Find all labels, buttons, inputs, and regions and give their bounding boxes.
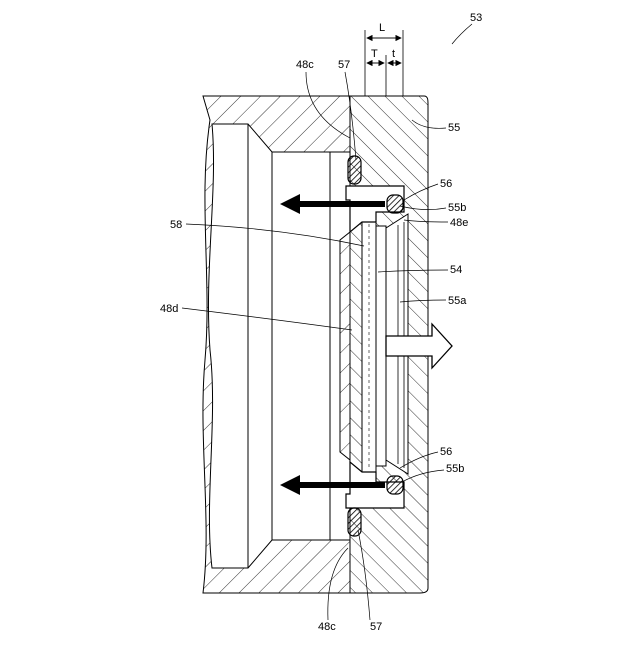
seal-57-bottom (348, 508, 361, 536)
label-56-top: 56 (440, 178, 452, 190)
dimension-lines (365, 30, 403, 96)
label-56-bottom: 56 (440, 446, 452, 458)
seal-57-top (348, 156, 361, 184)
label-48d: 48d (160, 303, 178, 315)
dim-T: T (371, 48, 378, 60)
label-55: 55 (448, 122, 460, 134)
seal-56-bottom (387, 476, 403, 494)
label-54: 54 (450, 264, 462, 276)
housing-48 (203, 96, 350, 593)
label-48e: 48e (450, 217, 468, 229)
label-55a: 55a (448, 295, 467, 307)
label-48c-top: 48c (296, 59, 314, 71)
label-55b-top: 55b (448, 202, 466, 214)
label-55b-bottom: 55b (446, 463, 464, 475)
label-48c-bottom: 48c (318, 621, 336, 633)
dim-t: t (392, 48, 395, 60)
label-57-top: 57 (338, 59, 350, 71)
label-58: 58 (170, 219, 182, 231)
ref-number: 53 (470, 12, 482, 24)
label-57-bottom: 57 (370, 621, 382, 633)
dim-L: L (379, 22, 385, 34)
seal-56-top (387, 195, 403, 213)
membrane-54 (362, 222, 386, 472)
